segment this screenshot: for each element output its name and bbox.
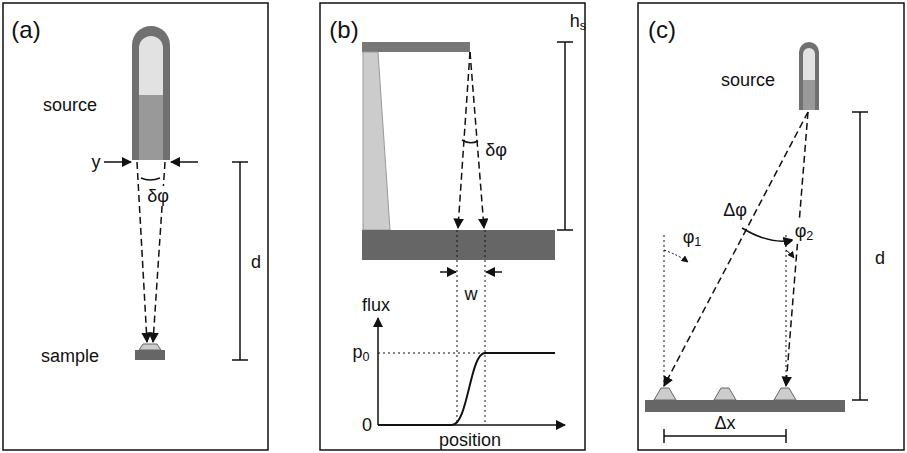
dimension-label: d: [249, 252, 263, 272]
axis-label: position: [437, 430, 503, 450]
dimension-arrow: [171, 161, 198, 163]
dimension-label: Δx: [712, 413, 737, 433]
angle-arc: [462, 140, 478, 143]
beam-line: [786, 112, 808, 386]
dimension-label: hs: [568, 11, 588, 34]
angle-arc: [664, 250, 688, 262]
angle-label: φ1: [681, 227, 704, 250]
dimension-bracket: [239, 162, 241, 360]
angle-arc: [786, 250, 794, 258]
dimension-label: y: [90, 152, 103, 172]
shadow-mask: [362, 42, 470, 52]
dimension-label: d: [873, 248, 887, 268]
guide-line: [786, 235, 787, 386]
angle-label: δφ: [145, 186, 171, 206]
flux-curve: [378, 353, 555, 425]
beam-line: [458, 52, 470, 228]
beam-line: [664, 112, 808, 386]
dimension-arrow: [104, 161, 131, 163]
guide-line: [485, 230, 486, 425]
angle-arc: [742, 228, 793, 241]
substrate: [362, 230, 555, 260]
guide-line: [664, 235, 665, 386]
panel-letter: (b): [327, 17, 360, 43]
part-label: source: [719, 70, 777, 90]
dimension-bracket: [663, 429, 665, 443]
guide-line: [457, 230, 458, 425]
axis-label: 0: [360, 415, 374, 435]
dimension-bracket: [564, 42, 566, 230]
source-tube: [799, 42, 819, 110]
part-label: source: [41, 95, 99, 115]
dimension-bracket: [232, 359, 248, 361]
axis: [377, 318, 379, 425]
dimension-bracket: [785, 429, 787, 443]
dimension-arrow: [440, 271, 456, 273]
dimension-bracket: [232, 161, 248, 163]
dimension-bracket: [852, 111, 868, 113]
dimension-arrow: [486, 271, 502, 273]
dimension-bracket: [859, 112, 861, 400]
panel-frame: [320, 3, 585, 450]
angle-arc: [141, 178, 160, 180]
panel-frame: [3, 3, 268, 450]
axis-label: p0: [350, 342, 371, 365]
beam-line: [470, 52, 484, 228]
source-tube: [132, 26, 170, 160]
sample: [135, 344, 165, 360]
axis-label: flux: [360, 295, 392, 315]
dimension-label: w: [463, 284, 480, 304]
panel-letter: (a): [9, 17, 42, 43]
guide-line: [378, 353, 485, 354]
dimension-bracket: [557, 41, 573, 43]
part-label: sample: [39, 346, 101, 366]
panel-letter: (c): [646, 17, 678, 43]
dimension-bracket: [557, 229, 573, 231]
dimension-bracket: [664, 435, 786, 437]
mask-support: [363, 52, 390, 230]
angle-label: δφ: [483, 140, 509, 160]
angle-label: Δφ: [721, 200, 749, 220]
panel-frame: [638, 3, 904, 450]
sample: [645, 388, 845, 412]
dimension-bracket: [852, 399, 868, 401]
angle-label: φ2: [793, 221, 816, 244]
